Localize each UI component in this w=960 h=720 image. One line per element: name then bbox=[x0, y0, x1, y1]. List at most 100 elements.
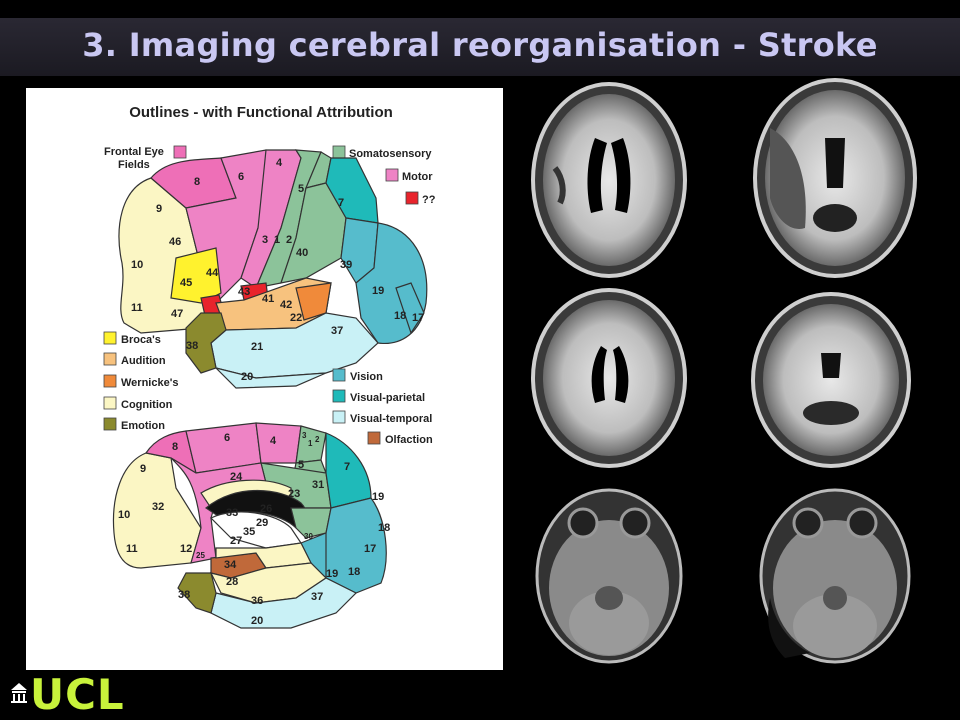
legend-label-olfaction: Olfaction bbox=[385, 434, 433, 446]
diagram-heading: Outlines - with Functional Attribution bbox=[129, 104, 393, 121]
area-label: 10 bbox=[118, 509, 130, 521]
legend-swatch-wernicke bbox=[103, 374, 117, 388]
area-label: 4 bbox=[270, 435, 277, 447]
area-label: 37 bbox=[311, 591, 323, 603]
legend-swatch-vision bbox=[332, 368, 346, 382]
area-label: 6 bbox=[224, 432, 230, 444]
area-label: 3 bbox=[262, 234, 268, 246]
legend-label-visual-parietal: Visual-parietal bbox=[350, 392, 425, 404]
area-label: 21 bbox=[251, 341, 263, 353]
area-label: 41 bbox=[262, 293, 274, 305]
area-label: 39 bbox=[340, 259, 352, 271]
area-label: 34 bbox=[224, 559, 237, 571]
medial-brain bbox=[112, 422, 387, 629]
area-label: 47 bbox=[171, 308, 183, 320]
legend-label-somatosensory: Somatosensory bbox=[349, 148, 432, 160]
legend-swatch-olfaction bbox=[367, 431, 381, 445]
legend-swatch-frontal-eye bbox=[173, 145, 187, 159]
lateral-area-labels: 4 6 8 5 7 9 46 10 45 44 3 1 2 40 39 43 4… bbox=[131, 157, 424, 383]
legend-label-audition: Audition bbox=[121, 355, 166, 367]
area-label: 1 bbox=[308, 439, 313, 448]
legend-label-vision: Vision bbox=[350, 371, 383, 383]
area-label: 28 bbox=[226, 576, 238, 588]
area-label: 44 bbox=[206, 267, 219, 279]
area-label: 19 bbox=[372, 285, 384, 297]
legend-label-visual-temporal: Visual-temporal bbox=[350, 413, 432, 425]
area-label: 17 bbox=[412, 312, 424, 324]
brodmann-diagram-panel: Outlines - with Functional Attribution F… bbox=[26, 88, 503, 670]
portico-icon bbox=[11, 683, 27, 703]
lateral-brain bbox=[118, 149, 428, 389]
area-label: 19 bbox=[372, 491, 384, 503]
area-label: 38 bbox=[186, 340, 198, 352]
brodmann-diagram: Outlines - with Functional Attribution F… bbox=[103, 104, 436, 629]
area-label: 19 bbox=[326, 568, 338, 580]
legend-bottom-right: Vision Visual-parietal Visual-temporal O… bbox=[332, 368, 433, 446]
area-label: 20 bbox=[241, 371, 253, 383]
legend-swatch-visual-temporal bbox=[332, 410, 346, 424]
area-label: 30 bbox=[304, 532, 313, 541]
area-label: 11 bbox=[131, 302, 143, 314]
legend-swatch-audition bbox=[103, 352, 117, 366]
area-label: 24 bbox=[230, 471, 243, 483]
slide-title: 3. Imaging cerebral reorganisation - Str… bbox=[82, 26, 878, 64]
legend-label-frontal-eye-2: Fields bbox=[118, 159, 150, 171]
area-label: 18 bbox=[348, 566, 360, 578]
area-label: 45 bbox=[180, 277, 192, 289]
legend-label-cognition: Cognition bbox=[121, 399, 173, 411]
legend-label-motor: Motor bbox=[402, 171, 433, 183]
area-label: 23 bbox=[288, 488, 300, 500]
area-label: 5 bbox=[298, 183, 304, 195]
legend-swatch-emotion bbox=[103, 417, 117, 431]
ucl-logo-text: UCL bbox=[30, 670, 125, 719]
medial-area-labels: 6 4 3 1 2 8 5 7 9 24 31 19 23 32 33 26 2… bbox=[118, 431, 390, 627]
area-label: 6 bbox=[238, 171, 244, 183]
area-label: 42 bbox=[280, 299, 292, 311]
area-label: 32 bbox=[152, 501, 164, 513]
legend-label-emotion: Emotion bbox=[121, 420, 165, 432]
area-label: 46 bbox=[169, 236, 181, 248]
mri-slice-lower-left bbox=[535, 488, 683, 664]
area-label: 20 bbox=[251, 615, 263, 627]
area-label: 27 bbox=[230, 535, 242, 547]
area-label: 8 bbox=[194, 176, 200, 188]
area-label: 17 bbox=[364, 543, 376, 555]
area-label: 37 bbox=[331, 325, 343, 337]
legend-label-broca: Broca's bbox=[121, 334, 161, 346]
area-label: 5 bbox=[298, 459, 304, 471]
mri-slices bbox=[525, 78, 945, 668]
area-label: 2 bbox=[315, 435, 320, 444]
area-label: 10 bbox=[131, 259, 143, 271]
mri-slice-upper-left bbox=[531, 82, 687, 278]
mri-slice-lower-right bbox=[759, 488, 911, 664]
legend-swatch-visual-parietal bbox=[332, 389, 346, 403]
mri-grid bbox=[531, 78, 917, 664]
area-label: 18 bbox=[394, 310, 406, 322]
area-label: 33 bbox=[226, 507, 238, 519]
area-label: 18 bbox=[378, 522, 390, 534]
legend-label-wernicke: Wernicke's bbox=[121, 377, 178, 389]
legend-swatch-broca bbox=[103, 331, 117, 345]
area-label: 31 bbox=[312, 479, 324, 491]
legend-swatch-motor bbox=[385, 168, 399, 182]
area-label: 35 bbox=[243, 526, 255, 538]
legend-label-unknown: ?? bbox=[422, 194, 436, 206]
mri-slice-middle-right bbox=[751, 292, 911, 468]
area-label: 8 bbox=[172, 441, 178, 453]
area-label: 9 bbox=[156, 203, 162, 215]
area-label: 26 bbox=[260, 503, 272, 515]
area-label: 2 bbox=[286, 234, 292, 246]
area-label: 3 bbox=[302, 431, 307, 440]
area-label: 11 bbox=[126, 543, 138, 555]
title-bar bbox=[0, 18, 960, 76]
legend-label-frontal-eye-1: Frontal Eye bbox=[104, 146, 164, 158]
area-label: 29 bbox=[256, 517, 268, 529]
area-label: 7 bbox=[344, 461, 350, 473]
area-label: 22 bbox=[290, 312, 302, 324]
area-label: 38 bbox=[178, 589, 190, 601]
area-label: 43 bbox=[238, 286, 250, 298]
legend-swatch-unknown bbox=[405, 191, 419, 205]
area-label: 7 bbox=[338, 197, 344, 209]
mri-slice-middle-left bbox=[531, 288, 687, 468]
legend-bottom-left: Broca's Audition Wernicke's Cognition Em… bbox=[103, 331, 178, 432]
